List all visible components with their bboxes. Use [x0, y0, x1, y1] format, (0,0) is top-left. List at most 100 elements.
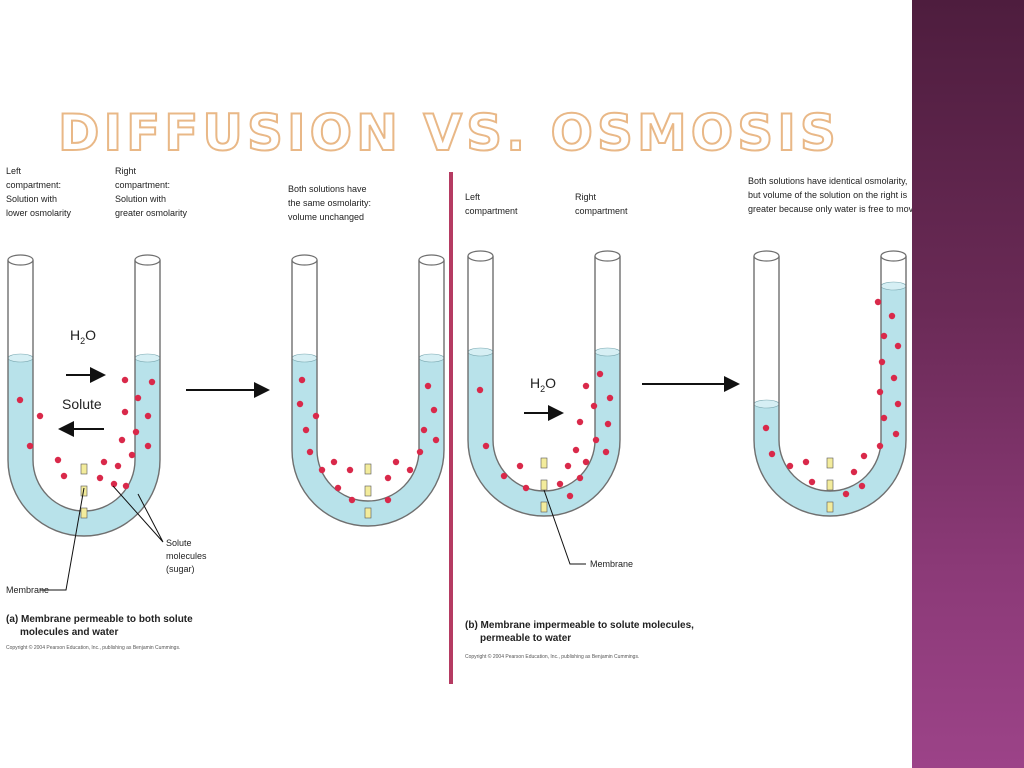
- panel-a-caption: (a) Membrane permeable to both solute mo…: [6, 614, 193, 651]
- h2o-label: H2O: [530, 375, 556, 394]
- label-line: compartment: [465, 206, 518, 216]
- panel-a-right-label: Right compartment: Solution with greater…: [115, 166, 188, 218]
- membrane-pointer: [40, 487, 85, 591]
- panel-a-left-label: Left compartment: Solution with lower os…: [6, 166, 72, 218]
- u-tube-b-before: H2O: [467, 250, 621, 565]
- solute-molecule: [148, 378, 156, 386]
- panel-b-caption: (b) Membrane impermeable to solute molec…: [465, 620, 694, 660]
- solute-molecule: [850, 468, 858, 476]
- panel-a-result-label: Both solutions have the same osmolarity:…: [288, 184, 371, 222]
- solute-molecule: [592, 436, 600, 444]
- solute-molecule: [36, 412, 44, 420]
- solute-molecule: [330, 458, 338, 466]
- membrane-pore: [364, 485, 372, 497]
- solute-molecule: [96, 474, 104, 482]
- solute-molecule: [582, 382, 590, 390]
- solute-molecule: [576, 418, 584, 426]
- panel-b-right-label: Right compartment: [575, 192, 628, 216]
- solute-molecule: [128, 451, 136, 459]
- label-line: greater osmolarity: [115, 208, 188, 218]
- caption-line: permeable to water: [480, 633, 571, 644]
- solute-molecule: [346, 466, 354, 474]
- solute-molecule: [476, 386, 484, 394]
- solute-molecule: [384, 496, 392, 504]
- solute-molecule: [762, 424, 770, 432]
- membrane-pore: [826, 479, 834, 491]
- solute-molecule: [121, 376, 129, 384]
- solute-molecule: [880, 414, 888, 422]
- solute-molecule: [482, 442, 490, 450]
- membrane-pore: [826, 501, 834, 513]
- decorative-sidebar: [912, 0, 1024, 768]
- solute-molecule: [334, 484, 342, 492]
- solute-molecule: [858, 482, 866, 490]
- u-tube-b-after: [753, 250, 907, 517]
- label-line: Left: [465, 192, 481, 202]
- label-line: Both solutions have identical osmolarity…: [748, 176, 907, 186]
- panel-a-solute-callout: Solute molecules (sugar): [166, 538, 207, 574]
- copyright-text: Copyright © 2004 Pearson Education, Inc.…: [6, 644, 180, 651]
- solute-molecule: [842, 490, 850, 498]
- solute-pointer: [112, 485, 164, 543]
- label-line: compartment:: [115, 180, 170, 190]
- label-line: greater because only water is free to mo…: [748, 204, 912, 214]
- label-line: molecules: [166, 551, 207, 561]
- solute-molecule: [132, 428, 140, 436]
- solute-molecule: [876, 388, 884, 396]
- label-line: Solution with: [6, 194, 57, 204]
- label-line: (sugar): [166, 564, 195, 574]
- copyright-text: Copyright © 2004 Pearson Education, Inc.…: [465, 653, 639, 660]
- membrane-pore: [80, 485, 88, 497]
- solute-molecule: [516, 462, 524, 470]
- caption-line: (b) Membrane impermeable to solute molec…: [465, 620, 694, 631]
- membrane-pore: [540, 479, 548, 491]
- solute-molecule: [808, 478, 816, 486]
- solute-molecule: [606, 394, 614, 402]
- solute-molecule: [122, 482, 130, 490]
- solute-molecule: [894, 400, 902, 408]
- membrane-pore: [80, 507, 88, 519]
- solute-molecule: [406, 466, 414, 474]
- solute-molecule: [500, 472, 508, 480]
- solute-molecule: [60, 472, 68, 480]
- solute-molecule: [430, 406, 438, 414]
- solute-molecule: [312, 412, 320, 420]
- solute-molecule: [874, 298, 882, 306]
- solute-molecule: [522, 484, 530, 492]
- solute-molecule: [566, 492, 574, 500]
- solute-molecule: [888, 312, 896, 320]
- solute-molecule: [596, 370, 604, 378]
- solute-molecule: [100, 458, 108, 466]
- panel-b-result-label: Both solutions have identical osmolarity…: [748, 176, 912, 214]
- solute-molecule: [420, 426, 428, 434]
- solute-molecule: [576, 474, 584, 482]
- membrane-pore: [540, 501, 548, 513]
- solute-molecule: [144, 442, 152, 450]
- label-line: Right: [575, 192, 597, 202]
- label-line: Right: [115, 166, 137, 176]
- membrane-pore: [540, 457, 548, 469]
- solute-molecule: [432, 436, 440, 444]
- membrane-pore: [364, 507, 372, 519]
- solute-molecule: [768, 450, 776, 458]
- solute-molecule: [876, 442, 884, 450]
- label-line: compartment:: [6, 180, 61, 190]
- solute-molecule: [318, 466, 326, 474]
- label-line: Solution with: [115, 194, 166, 204]
- slide-title: DIFFUSION VS. OSMOSIS: [57, 103, 840, 163]
- solute-molecule: [54, 456, 62, 464]
- solute-molecule: [384, 474, 392, 482]
- solute-molecule: [894, 342, 902, 350]
- solute-molecule: [26, 442, 34, 450]
- solute-molecule: [786, 462, 794, 470]
- solute-molecule: [144, 412, 152, 420]
- label-line: Left: [6, 166, 22, 176]
- solute-label: Solute: [62, 396, 102, 412]
- solute-molecule: [602, 448, 610, 456]
- label-line: but volume of the solution on the right …: [748, 190, 908, 200]
- membrane-label: Membrane: [6, 585, 49, 595]
- solute-molecule: [582, 458, 590, 466]
- solute-molecule: [890, 374, 898, 382]
- solute-molecule: [392, 458, 400, 466]
- solute-molecule: [110, 480, 118, 488]
